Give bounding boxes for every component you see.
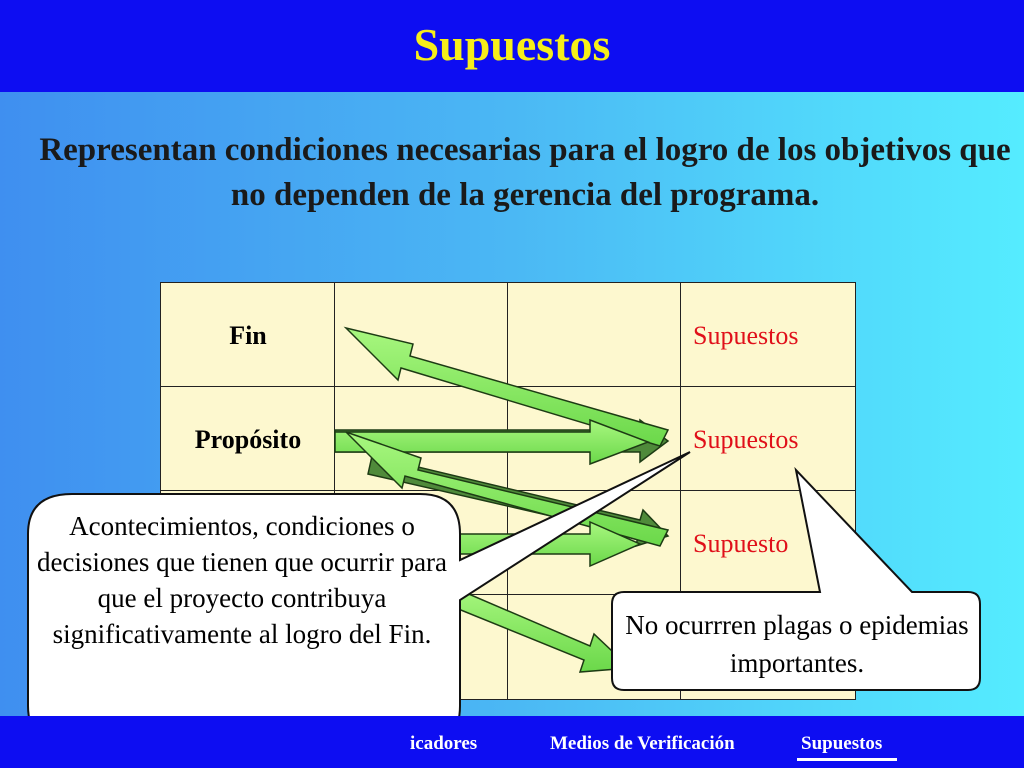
callout-right-text: No ocurrren plagas o epidemias important… — [625, 610, 969, 678]
row-label-fin: Fin — [229, 321, 267, 350]
slide-title: Supuestos — [413, 19, 611, 70]
matrix-divider — [680, 283, 681, 699]
callout-right-bubble — [611, 466, 981, 691]
matrix-divider — [334, 283, 335, 699]
slide-subtitle: Representan condiciones necesarias para … — [39, 132, 1011, 213]
footer-tab-supuestos[interactable]: Supuestos — [801, 733, 883, 754]
assumption-cell-fin: Supuestos — [693, 321, 799, 350]
assumption-cell-componentes: Supuesto — [693, 529, 789, 558]
active-tab-underline — [797, 758, 897, 761]
matrix-divider — [161, 594, 855, 595]
title-bar — [0, 0, 1024, 92]
footer-tab-indicadores[interactable]: icadores — [410, 733, 478, 754]
callout-left-text: Acontecimientos, condiciones o decisione… — [36, 511, 448, 649]
assumption-cell-proposito: Supuestos — [693, 425, 799, 454]
arrow-activity-to-assumption — [445, 584, 632, 673]
row-label-proposito: Propósito — [194, 425, 302, 454]
footer-tab-medios-de-verificacion[interactable]: Medios de Verificación — [550, 733, 735, 754]
